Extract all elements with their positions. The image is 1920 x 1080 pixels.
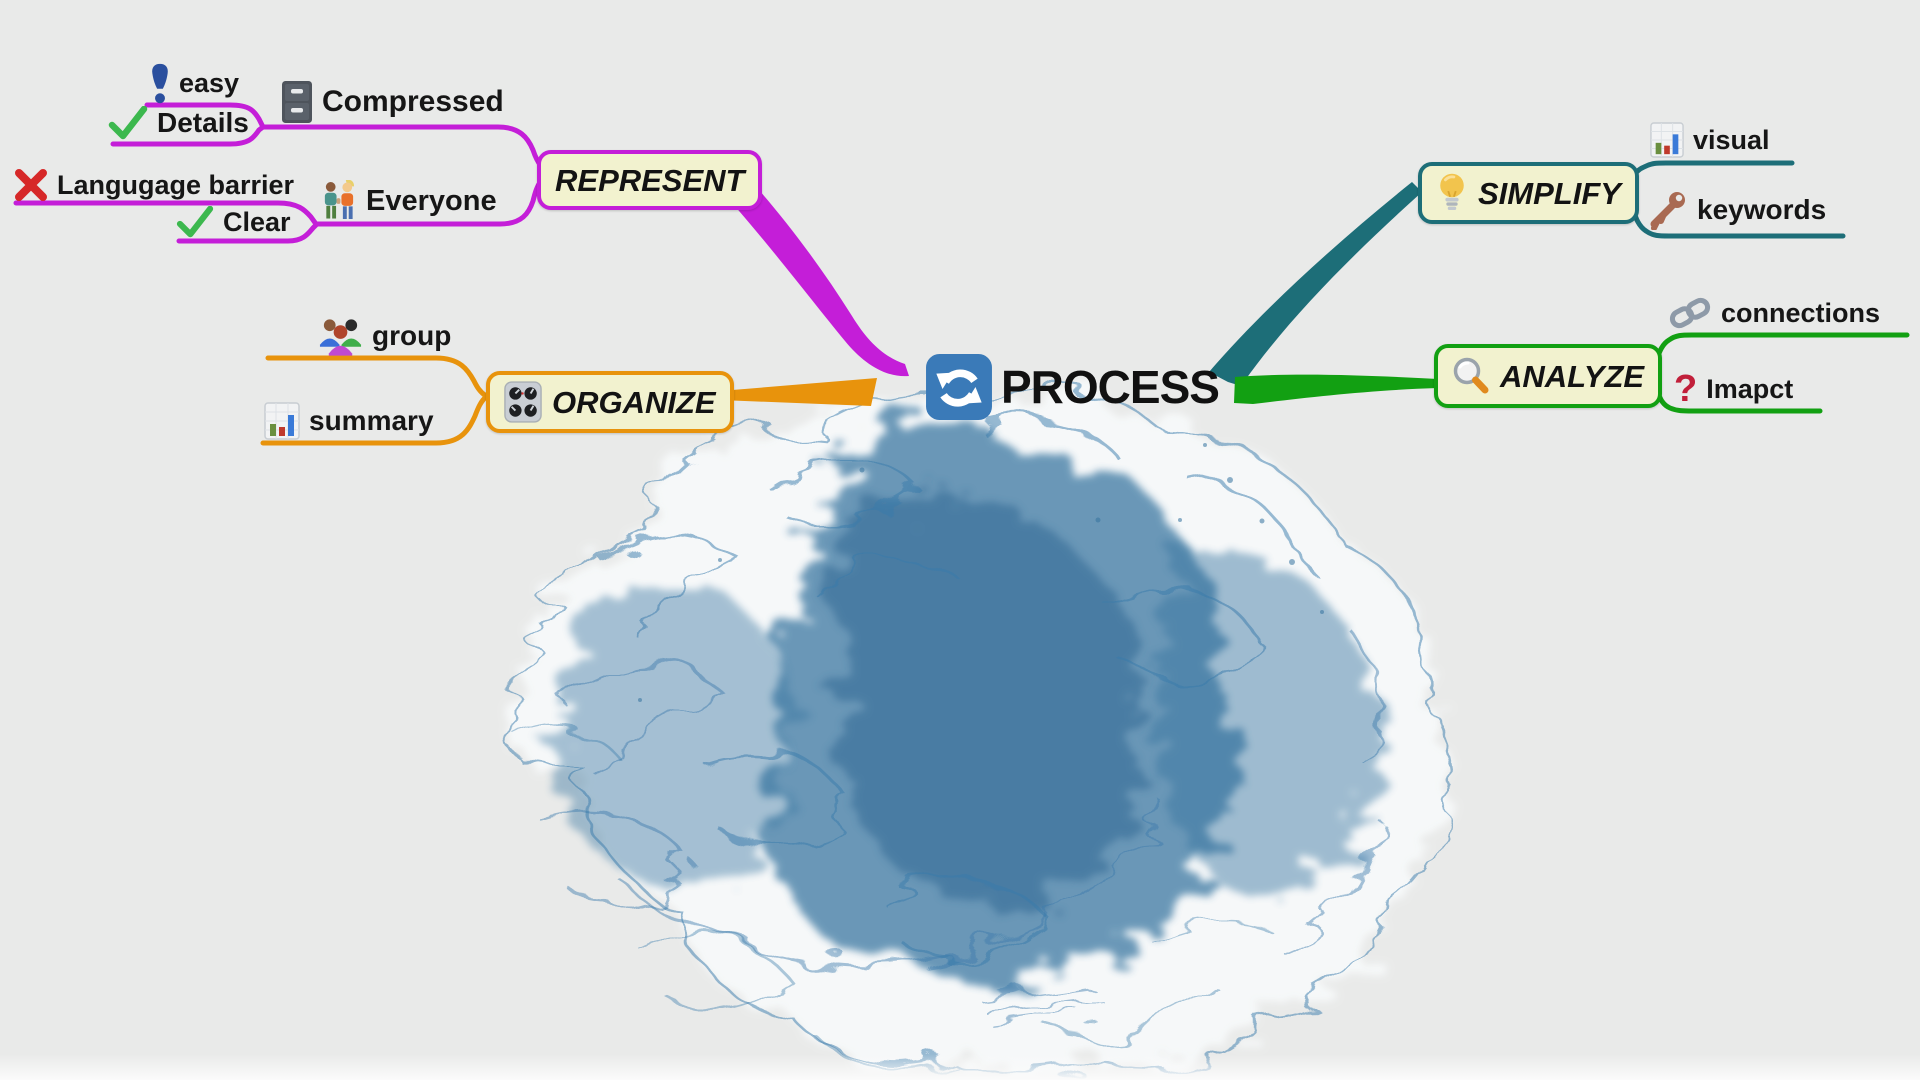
check-icon (108, 106, 148, 140)
node-represent-label: REPRESENT (555, 162, 745, 198)
leaf-connections-label: connections (1721, 297, 1881, 328)
leaf-compressed[interactable]: Compressed (281, 80, 504, 124)
center-topic-label: PROCESS (1001, 361, 1220, 413)
key-icon (1650, 192, 1685, 230)
bottom-fade (0, 1054, 1920, 1080)
leaf-compressed-label: Compressed (322, 85, 504, 118)
line-easy (144, 102, 266, 130)
brain-speckles (638, 443, 1324, 702)
leaf-details-label: Details (157, 107, 249, 138)
line-connections (1645, 332, 1910, 374)
cross-icon (15, 169, 47, 201)
node-simplify[interactable]: SIMPLIFY (1418, 162, 1639, 224)
exclamation-icon (152, 63, 168, 104)
leaf-language-barrier[interactable]: Langugage barrier (14, 168, 294, 202)
leaf-impact-label: Imapct (1706, 373, 1794, 404)
leaf-easy-label: easy (179, 67, 240, 98)
node-simplify-label: SIMPLIFY (1478, 175, 1621, 211)
node-organize-label: ORGANIZE (552, 384, 716, 420)
branch-analyze-trunk (1234, 374, 1438, 404)
leaf-visual-label: visual (1693, 124, 1770, 155)
leaf-visual[interactable]: visual (1650, 122, 1770, 158)
bar-chart-icon (1650, 122, 1684, 158)
link-icon (1669, 297, 1711, 329)
leaf-keywords[interactable]: keywords (1646, 190, 1826, 230)
leaf-group[interactable]: group (318, 316, 451, 356)
line-group (265, 355, 489, 399)
leaf-impact[interactable]: ? Imapct (1674, 370, 1793, 408)
node-analyze[interactable]: ANALYZE (1434, 344, 1663, 408)
leaf-everyone[interactable]: Everyone (320, 180, 497, 222)
branch-represent-trunk (726, 170, 909, 377)
sync-icon (926, 354, 992, 420)
leaf-everyone-label: Everyone (366, 184, 497, 217)
leaf-clear-label: Clear (223, 206, 291, 237)
leaf-easy[interactable]: easy (150, 62, 239, 104)
group-people-icon (319, 319, 362, 356)
leaf-keywords-label: keywords (1697, 194, 1827, 225)
leaf-clear[interactable]: Clear (176, 206, 291, 238)
light-bulb-icon (1440, 173, 1464, 210)
check-icon (176, 206, 214, 238)
people-pair-icon (324, 180, 355, 220)
file-cabinet-icon (282, 81, 312, 123)
control-knobs-icon (504, 381, 542, 423)
leaf-connections[interactable]: connections (1668, 294, 1880, 332)
line-visual (1620, 160, 1795, 188)
leaf-summary[interactable]: summary (264, 402, 434, 440)
leaf-language-barrier-label: Langugage barrier (57, 169, 295, 200)
leaf-details[interactable]: Details (108, 106, 249, 140)
node-analyze-label: ANALYZE (1500, 358, 1645, 394)
organize-child-lines (260, 355, 489, 446)
line-clear (176, 221, 320, 244)
brain-watercolor-art (514, 389, 1449, 1076)
center-topic-process[interactable]: PROCESS (925, 353, 1220, 421)
question-mark-icon: ? (1674, 368, 1698, 410)
line-summary (260, 394, 489, 446)
node-organize[interactable]: ORGANIZE (486, 371, 734, 433)
leaf-summary-label: summary (309, 405, 434, 436)
leaf-group-label: group (372, 320, 452, 351)
branch-simplify-trunk (1209, 182, 1422, 386)
node-represent[interactable]: REPRESENT (537, 150, 763, 210)
bar-chart-icon (264, 402, 300, 440)
line-compressed (260, 124, 544, 169)
branch-organize-trunk (720, 378, 877, 406)
magnifier-icon (1453, 357, 1489, 394)
line-language-barrier (13, 200, 319, 227)
line-details (110, 124, 266, 147)
